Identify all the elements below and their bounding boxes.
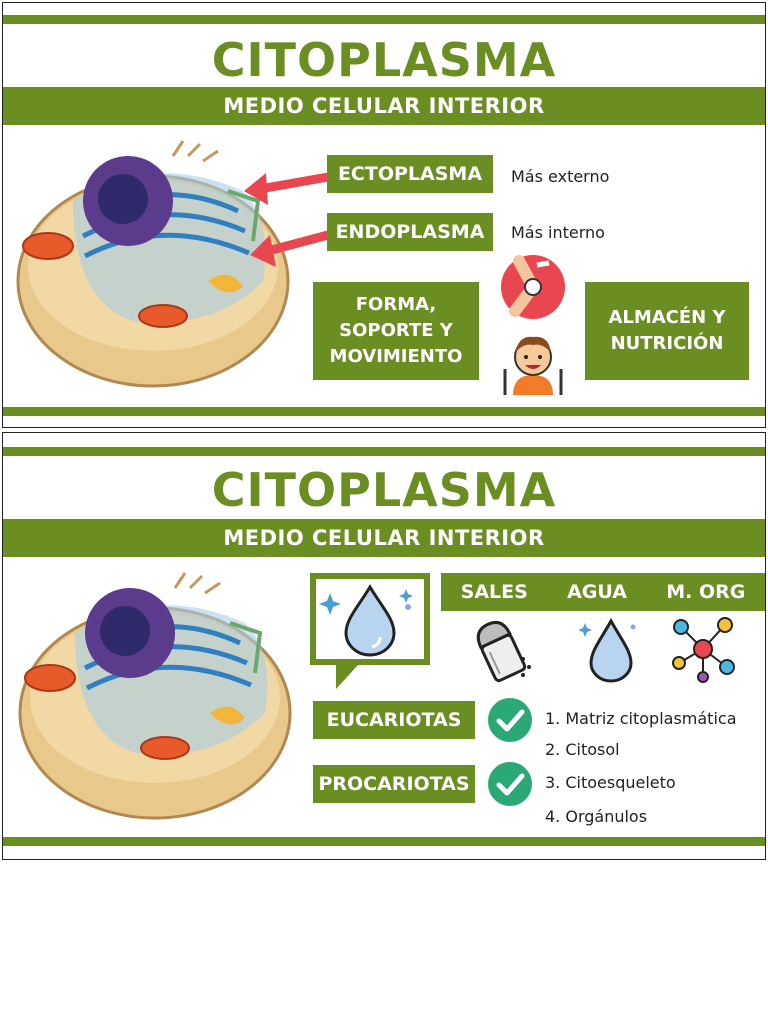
page-title: CITOPLASMA xyxy=(211,33,557,87)
check-circle-icon xyxy=(488,698,532,742)
procariotas-label: PROCARIOTAS xyxy=(313,765,475,803)
eucariotas-label: EUCARIOTAS xyxy=(313,701,475,739)
salt-shaker-icon xyxy=(476,620,531,683)
molecule-icon xyxy=(672,617,735,683)
part-organulos: 4. Orgánulos xyxy=(545,807,648,826)
endoplasma-description: Más interno xyxy=(511,223,605,242)
components-bar: SALES AGUA M. ORG xyxy=(441,573,765,611)
part-citoesqueleto: 3. Citoesqueleto xyxy=(545,773,676,792)
water-drop-icon xyxy=(579,617,636,683)
bottom-divider xyxy=(3,837,765,846)
cell-illustration-icon xyxy=(18,572,292,820)
top-divider xyxy=(3,447,765,456)
child-eating-icon xyxy=(503,336,563,395)
slide-citoplasma-1: CITOPLASMA MEDIO CELULAR INTERIOR ECTOPL… xyxy=(2,2,766,428)
check-circle-icon xyxy=(488,762,532,806)
top-divider xyxy=(3,15,765,24)
function-line: SOPORTE Y xyxy=(339,320,453,341)
ectoplasma-description: Más externo xyxy=(511,167,610,186)
function-line: MOVIMIENTO xyxy=(329,346,463,367)
part-citosol: 2. Citosol xyxy=(545,740,620,759)
function-shape-support-movement: FORMA, SOPORTE Y MOVIMIENTO xyxy=(313,282,479,380)
water-drop-bubble-icon xyxy=(310,573,430,689)
subtitle-banner: MEDIO CELULAR INTERIOR xyxy=(3,87,765,125)
component-agua: AGUA xyxy=(567,581,627,603)
function-line: ALMACÉN Y xyxy=(608,307,726,328)
bottom-divider xyxy=(3,407,765,416)
component-materia-organica: M. ORG xyxy=(666,581,746,603)
page-title: CITOPLASMA xyxy=(211,463,557,517)
part-matriz: 1. Matriz citoplasmática xyxy=(545,709,737,728)
component-sales: SALES xyxy=(460,581,528,603)
knee-joint-icon xyxy=(501,255,565,319)
function-line: FORMA, xyxy=(355,294,437,315)
slide-citoplasma-2: CITOPLASMA MEDIO CELULAR INTERIOR SALES … xyxy=(2,432,766,860)
arrow-icon xyxy=(244,172,333,267)
function-storage-nutrition: ALMACÉN Y NUTRICIÓN xyxy=(585,282,749,380)
endoplasma-label: ENDOPLASMA xyxy=(327,213,493,251)
ectoplasma-label: ECTOPLASMA xyxy=(327,155,493,193)
function-line: NUTRICIÓN xyxy=(610,333,724,354)
subtitle-banner: MEDIO CELULAR INTERIOR xyxy=(3,519,765,557)
cell-illustration-icon xyxy=(16,140,290,388)
